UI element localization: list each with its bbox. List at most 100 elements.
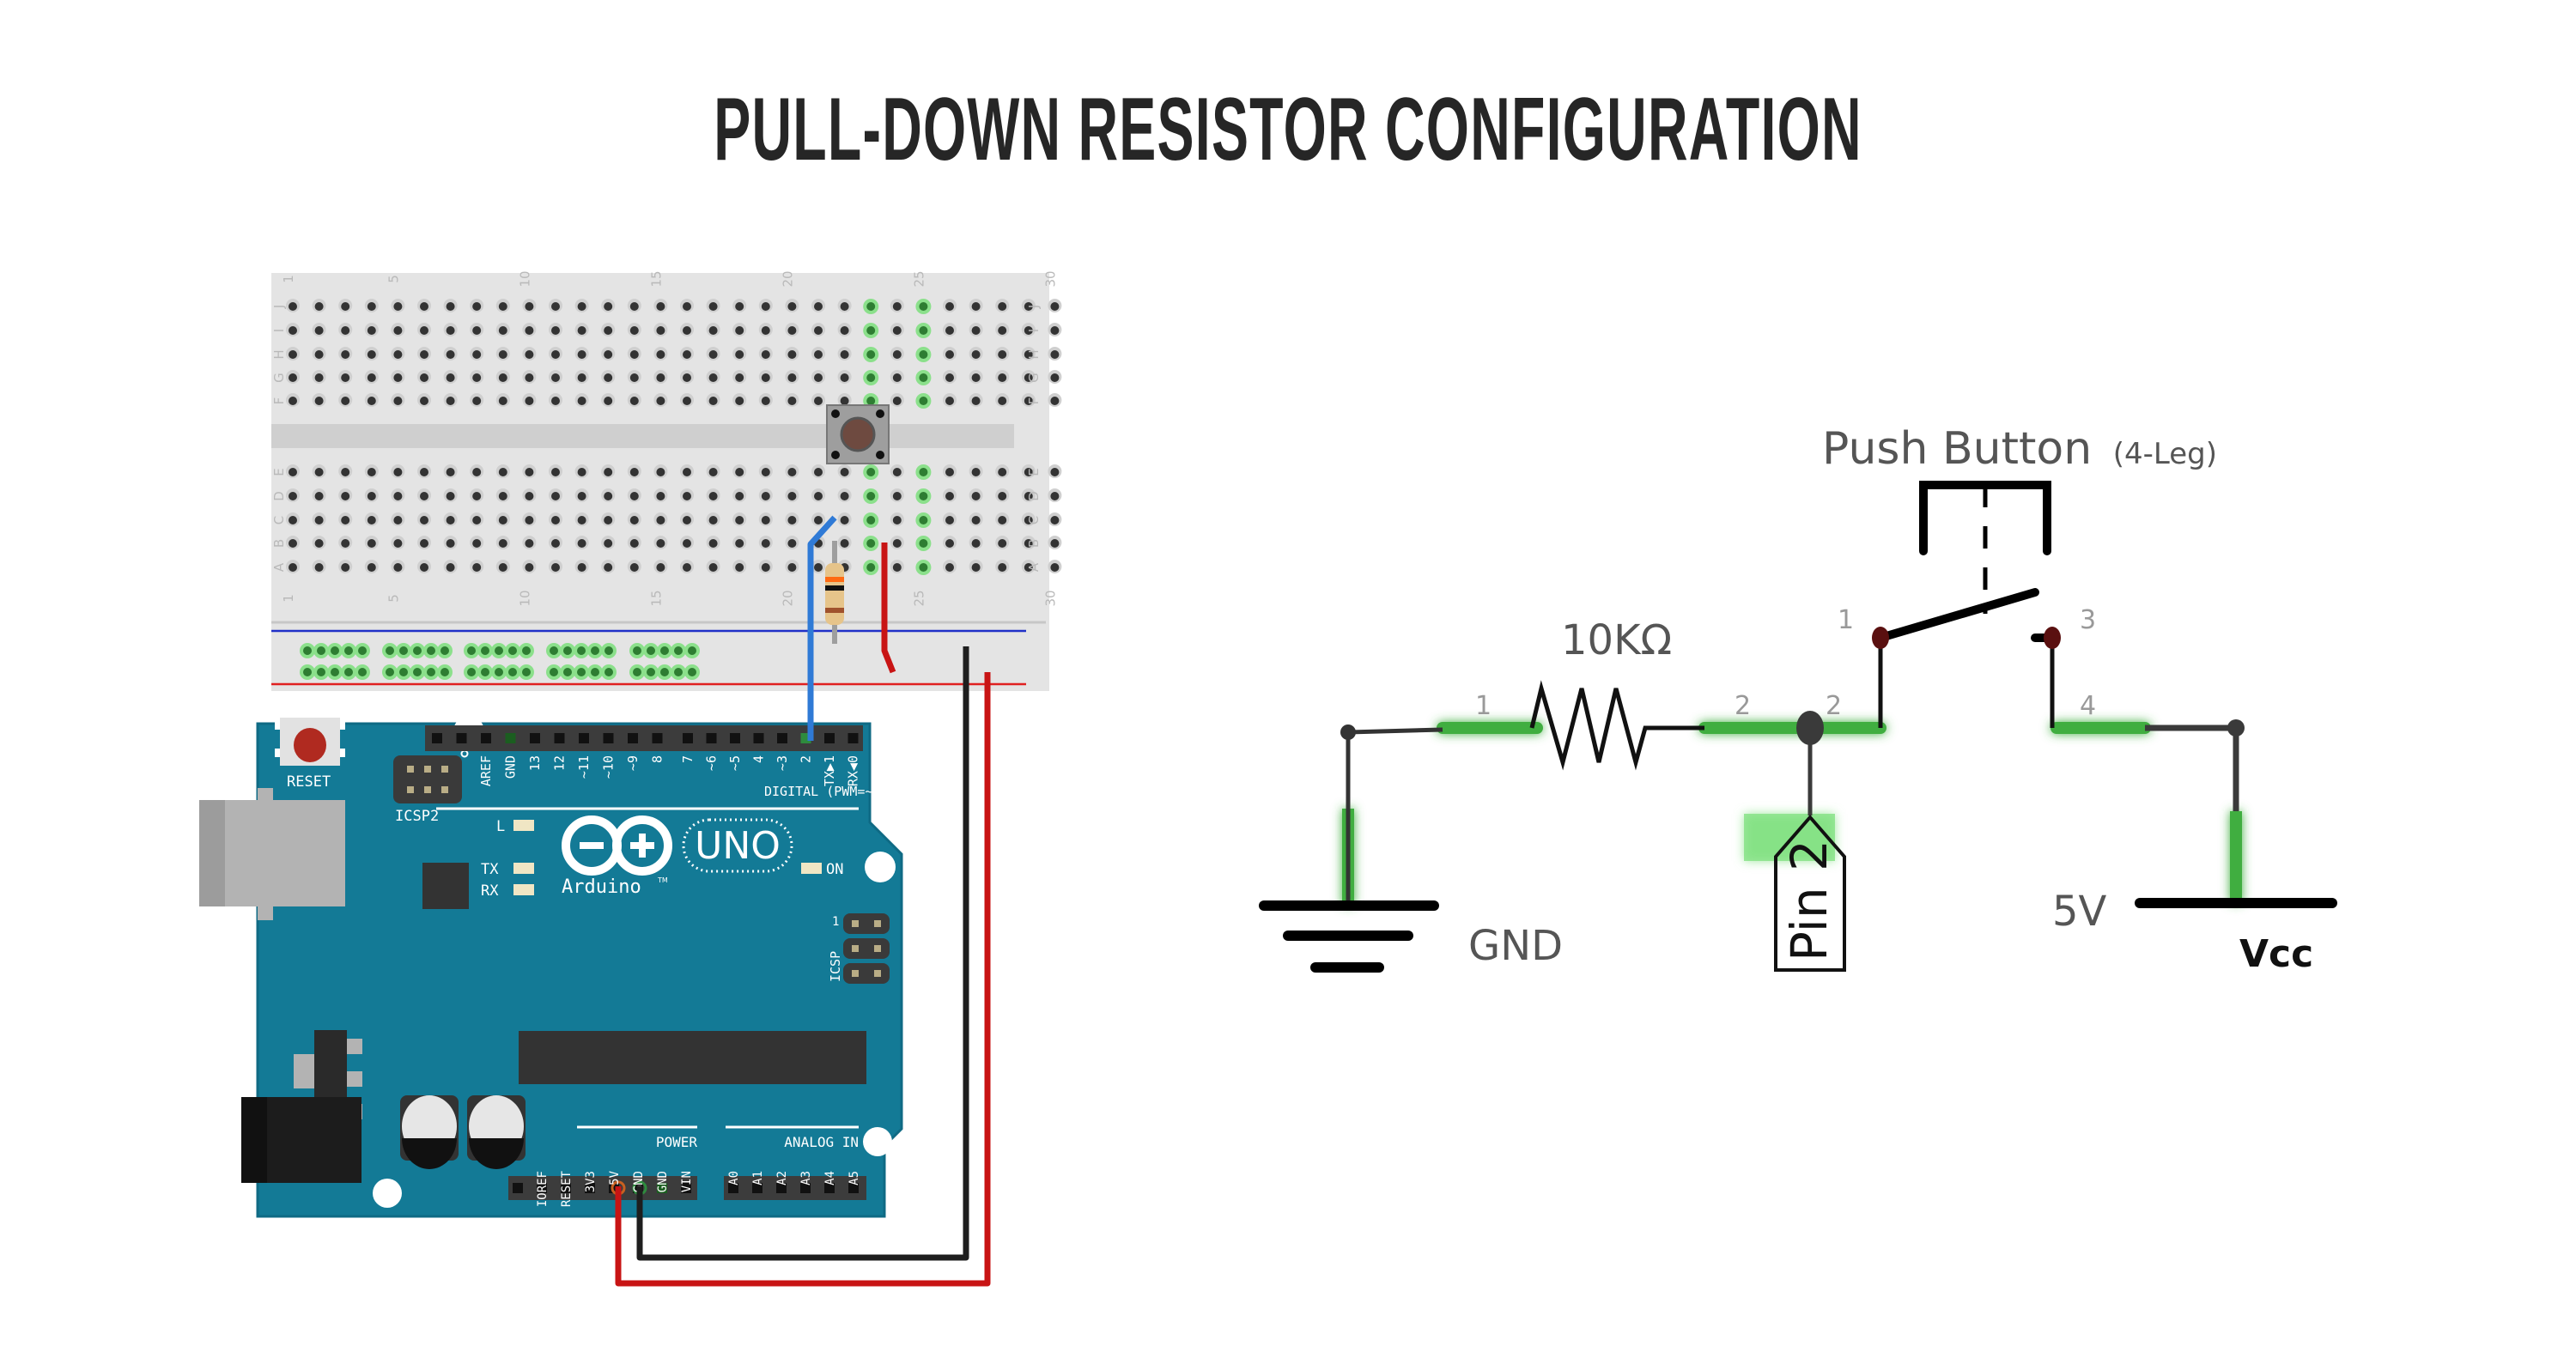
breadboard-hole[interactable] [919, 397, 928, 405]
breadboard-hole[interactable] [787, 302, 797, 311]
rail-hole[interactable] [674, 646, 683, 655]
breadboard-hole[interactable] [998, 302, 1007, 311]
breadboard-hole[interactable] [683, 326, 691, 335]
breadboard-hole[interactable] [945, 539, 954, 548]
breadboard-hole[interactable] [761, 468, 770, 476]
reset-button[interactable] [275, 718, 345, 766]
breadboard-hole[interactable] [708, 468, 718, 476]
breadboard-hole[interactable] [761, 302, 770, 311]
rail-hole[interactable] [688, 668, 696, 676]
breadboard-hole[interactable] [498, 468, 507, 476]
breadboard-hole[interactable] [498, 563, 507, 572]
breadboard-hole[interactable] [866, 373, 876, 382]
breadboard-hole[interactable] [892, 563, 902, 572]
breadboard-hole[interactable] [446, 468, 455, 476]
rail-hole[interactable] [440, 646, 449, 655]
breadboard-hole[interactable] [472, 350, 482, 359]
breadboard-hole[interactable] [919, 468, 928, 476]
rail-hole[interactable] [413, 646, 422, 655]
power-header-pin[interactable] [657, 1183, 667, 1193]
breadboard-hole[interactable] [577, 302, 586, 311]
breadboard-hole[interactable] [840, 350, 849, 359]
breadboard-hole[interactable] [289, 563, 297, 572]
rail-hole[interactable] [674, 668, 683, 676]
breadboard-hole[interactable] [787, 563, 797, 572]
breadboard-hole[interactable] [1050, 563, 1060, 572]
breadboard-hole[interactable] [367, 326, 376, 335]
breadboard-hole[interactable] [393, 563, 403, 572]
breadboard-hole[interactable] [919, 302, 928, 311]
breadboard-hole[interactable] [289, 373, 297, 382]
breadboard-hole[interactable] [735, 539, 744, 548]
digital-header-pin[interactable] [652, 733, 663, 743]
breadboard-hole[interactable] [472, 373, 482, 382]
breadboard-hole[interactable] [945, 397, 954, 405]
breadboard-hole[interactable] [551, 397, 560, 405]
breadboard-hole[interactable] [761, 516, 770, 524]
breadboard-hole[interactable] [551, 302, 560, 311]
breadboard-hole[interactable] [314, 397, 324, 405]
breadboard-hole[interactable] [1050, 492, 1060, 500]
analog-header-pin[interactable] [776, 1183, 787, 1193]
rail-hole[interactable] [522, 646, 531, 655]
breadboard-hole[interactable] [1050, 326, 1060, 335]
rail-hole[interactable] [467, 646, 476, 655]
analog-header-pin[interactable] [728, 1183, 738, 1193]
breadboard-hole[interactable] [866, 326, 876, 335]
breadboard-hole[interactable] [289, 492, 297, 500]
breadboard-hole[interactable] [367, 468, 376, 476]
breadboard-hole[interactable] [472, 468, 482, 476]
rail-hole[interactable] [344, 668, 353, 676]
breadboard-hole[interactable] [525, 563, 534, 572]
breadboard-hole[interactable] [683, 492, 691, 500]
rail-hole[interactable] [344, 646, 353, 655]
breadboard-hole[interactable] [971, 373, 981, 382]
breadboard-hole[interactable] [866, 563, 876, 572]
breadboard-hole[interactable] [472, 492, 482, 500]
breadboard-hole[interactable] [393, 468, 403, 476]
breadboard-hole[interactable] [314, 468, 324, 476]
breadboard-hole[interactable] [971, 539, 981, 548]
breadboard-hole[interactable] [787, 350, 797, 359]
rail-hole[interactable] [522, 668, 531, 676]
rail-hole[interactable] [508, 646, 517, 655]
rail-hole[interactable] [633, 668, 641, 676]
breadboard-hole[interactable] [787, 326, 797, 335]
breadboard-hole[interactable] [761, 492, 770, 500]
breadboard-hole[interactable] [892, 492, 902, 500]
breadboard-hole[interactable] [314, 326, 324, 335]
breadboard-hole[interactable] [629, 492, 639, 500]
rail-hole[interactable] [605, 646, 613, 655]
rail-hole[interactable] [331, 668, 339, 676]
breadboard-hole[interactable] [708, 302, 718, 311]
breadboard-hole[interactable] [761, 397, 770, 405]
breadboard-hole[interactable] [840, 539, 849, 548]
breadboard-hole[interactable] [656, 516, 665, 524]
breadboard-hole[interactable] [289, 350, 297, 359]
breadboard-hole[interactable] [341, 563, 350, 572]
breadboard-hole[interactable] [1050, 397, 1060, 405]
breadboard-hole[interactable] [341, 326, 350, 335]
digital-header-pin[interactable] [777, 733, 787, 743]
breadboard-hole[interactable] [604, 302, 613, 311]
breadboard-hole[interactable] [1024, 492, 1033, 500]
breadboard-hole[interactable] [708, 563, 718, 572]
breadboard-hole[interactable] [1024, 350, 1033, 359]
analog-header-pin[interactable] [824, 1183, 835, 1193]
breadboard-hole[interactable] [1050, 539, 1060, 548]
breadboard-hole[interactable] [656, 563, 665, 572]
breadboard-hole[interactable] [998, 492, 1007, 500]
breadboard-hole[interactable] [708, 516, 718, 524]
breadboard-hole[interactable] [919, 492, 928, 500]
breadboard-hole[interactable] [551, 516, 560, 524]
rail-hole[interactable] [605, 668, 613, 676]
breadboard-hole[interactable] [866, 397, 876, 405]
rail-hole[interactable] [660, 668, 669, 676]
breadboard-hole[interactable] [683, 397, 691, 405]
breadboard-hole[interactable] [314, 492, 324, 500]
breadboard-hole[interactable] [498, 492, 507, 500]
breadboard-hole[interactable] [629, 516, 639, 524]
breadboard-hole[interactable] [341, 302, 350, 311]
digital-header-pin[interactable] [824, 733, 835, 743]
breadboard-hole[interactable] [446, 326, 455, 335]
